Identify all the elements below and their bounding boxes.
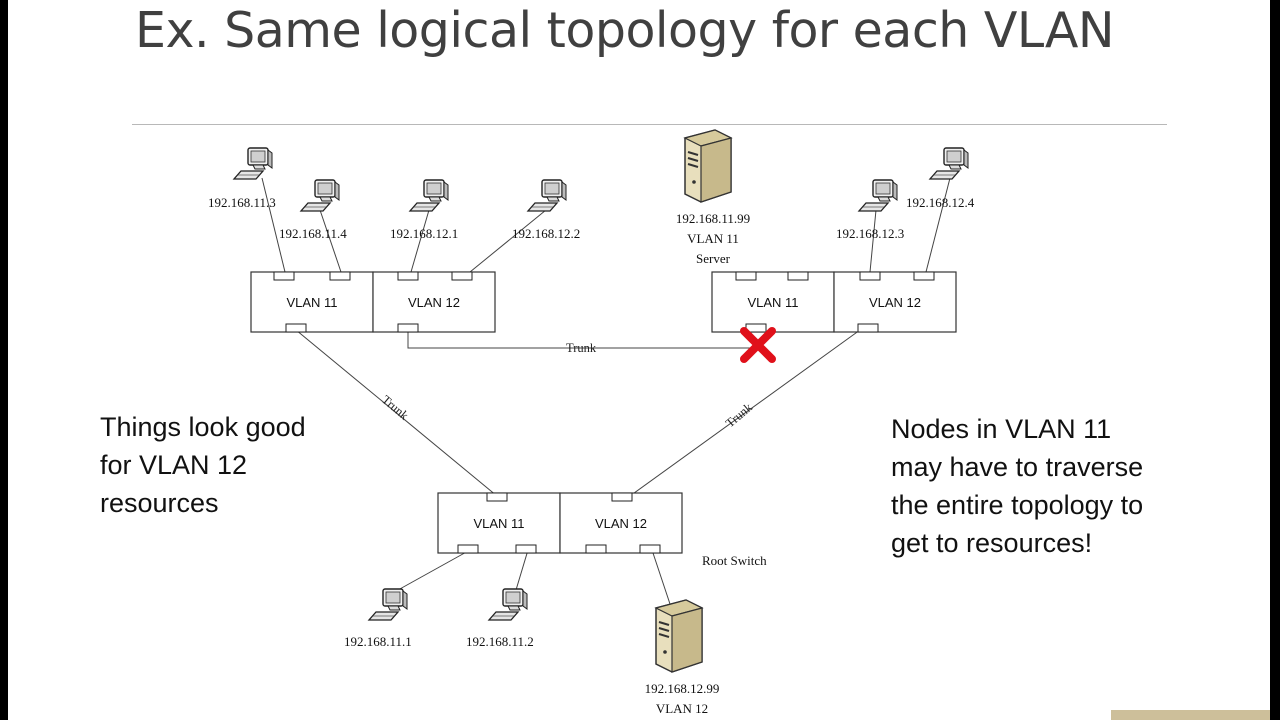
pc-icon [300, 179, 340, 212]
server-ip-label: 192.168.12.99 [645, 681, 720, 696]
switch-vlan-label: VLAN 11 [473, 516, 524, 531]
pc-icon [858, 179, 898, 212]
note-left-line: resources [100, 488, 219, 518]
switch-vlan-label: VLAN 11 [747, 295, 798, 310]
link-h4 [469, 209, 547, 273]
host-ip-label: 192.168.12.4 [906, 195, 975, 210]
host-ip-label: 192.168.11.1 [344, 634, 412, 649]
root-switch-label: Root Switch [702, 553, 767, 568]
host-ip-label: 192.168.12.3 [836, 226, 904, 241]
link-h2 [319, 209, 342, 273]
note-right: Nodes in VLAN 11 may have to traverse th… [891, 410, 1143, 562]
footer-accent-bar [1111, 710, 1270, 720]
host-ip-label: 192.168.11.2 [466, 634, 534, 649]
link-h5 [869, 209, 877, 273]
host-ip-label: 192.168.11.4 [279, 226, 347, 241]
switch-vlan-label: VLAN 12 [408, 295, 460, 310]
trunk-horizontal [407, 330, 756, 349]
switch-vlan-label: VLAN 12 [869, 295, 921, 310]
link-h3 [410, 209, 430, 273]
note-left: Things look good for VLAN 12 resources [100, 408, 306, 522]
server-ip-label: 192.168.11.99 [676, 211, 750, 226]
slide: Ex. Same logical topology for each VLAN … [8, 0, 1270, 720]
trunk-label: Trunk [379, 393, 412, 424]
note-right-line: the entire topology to [891, 490, 1144, 520]
note-left-line: Things look good [100, 412, 306, 442]
note-right-line: get to resources! [891, 528, 1093, 558]
pc-icon [368, 588, 408, 621]
host-ip-label: 192.168.12.2 [512, 226, 580, 241]
link-h8 [515, 549, 529, 591]
trunk-left [295, 329, 498, 497]
pc-icon [409, 179, 449, 212]
trunk-label: Trunk [566, 341, 597, 355]
server-icon [684, 129, 732, 203]
link-h6 [925, 177, 951, 273]
links [261, 177, 951, 605]
trunk-label: Trunk [723, 400, 756, 431]
server-icon [655, 599, 703, 673]
note-right-line: Nodes in VLAN 11 [891, 414, 1112, 444]
pc-icon [929, 147, 969, 180]
pc-icon [233, 147, 273, 180]
pc-icon [488, 588, 528, 621]
link-h1 [261, 177, 286, 273]
switch-left: VLAN 11 VLAN 12 [250, 271, 496, 333]
note-right-line: may have to traverse [891, 452, 1144, 482]
switch-root: VLAN 11 VLAN 12 [437, 492, 683, 554]
switch-vlan-label: VLAN 11 [286, 295, 337, 310]
switch-right: VLAN 11 VLAN 12 [711, 271, 957, 333]
red-x-icon [740, 327, 776, 363]
switch-vlan-label: VLAN 12 [595, 516, 647, 531]
slide-title: Ex. Same logical topology for each VLAN [135, 2, 1115, 59]
server-vlan-label: VLAN 11 [687, 231, 739, 246]
server-role-label: Server [696, 251, 731, 266]
server-vlan-label: VLAN 12 [656, 701, 708, 716]
trunk-right [629, 329, 861, 497]
host-ip-label: 192.168.11.3 [208, 195, 276, 210]
note-left-line: for VLAN 12 [100, 450, 248, 480]
host-ip-label: 192.168.12.1 [390, 226, 458, 241]
link-server-bottom [651, 549, 671, 605]
link-h7 [397, 549, 471, 591]
title-divider [132, 124, 1167, 125]
pc-icon [527, 179, 567, 212]
